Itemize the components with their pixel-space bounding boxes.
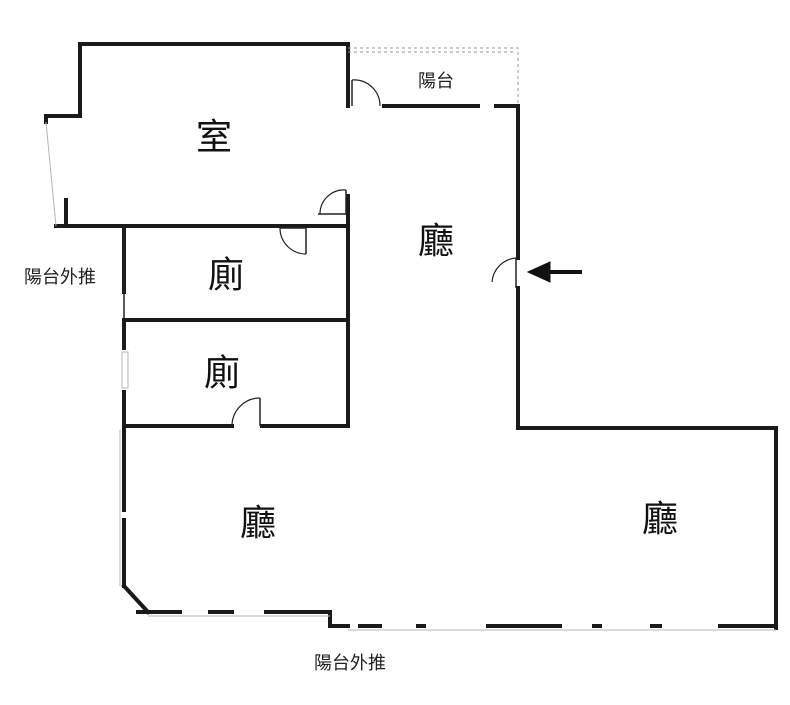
bedroom-walls xyxy=(44,42,350,228)
bedroom-door xyxy=(318,189,347,215)
toilet-1-door xyxy=(279,227,307,255)
room-label-toilet-2: 廁 xyxy=(204,353,240,394)
label-balcony-extension-bottom: 陽台外推 xyxy=(314,653,386,674)
lower-hall-window-lines xyxy=(119,430,776,631)
toilet-2-window xyxy=(121,351,129,389)
toilet-2-walls xyxy=(122,318,350,428)
lower-hall-walls xyxy=(121,426,778,630)
toilet-1-walls xyxy=(122,226,350,322)
room-label-hall-upper: 廳 xyxy=(418,221,454,262)
hall-right-walls xyxy=(516,104,778,430)
room-label-bedroom: 室 xyxy=(196,117,232,158)
room-label-toilet-1: 廁 xyxy=(208,255,244,296)
label-balcony-extension-left: 陽台外推 xyxy=(24,267,96,288)
bedroom-window-line xyxy=(45,121,57,227)
entry-door xyxy=(491,257,517,288)
toilet-2-door xyxy=(231,397,261,427)
room-label-hall-lower-right: 廳 xyxy=(642,499,678,540)
entry-arrow-icon xyxy=(526,261,582,283)
balcony-top-outline xyxy=(348,47,520,108)
room-label-hall-lower-left: 廳 xyxy=(240,503,276,544)
balcony-door xyxy=(351,79,381,107)
label-balcony-top: 陽台 xyxy=(418,71,454,92)
